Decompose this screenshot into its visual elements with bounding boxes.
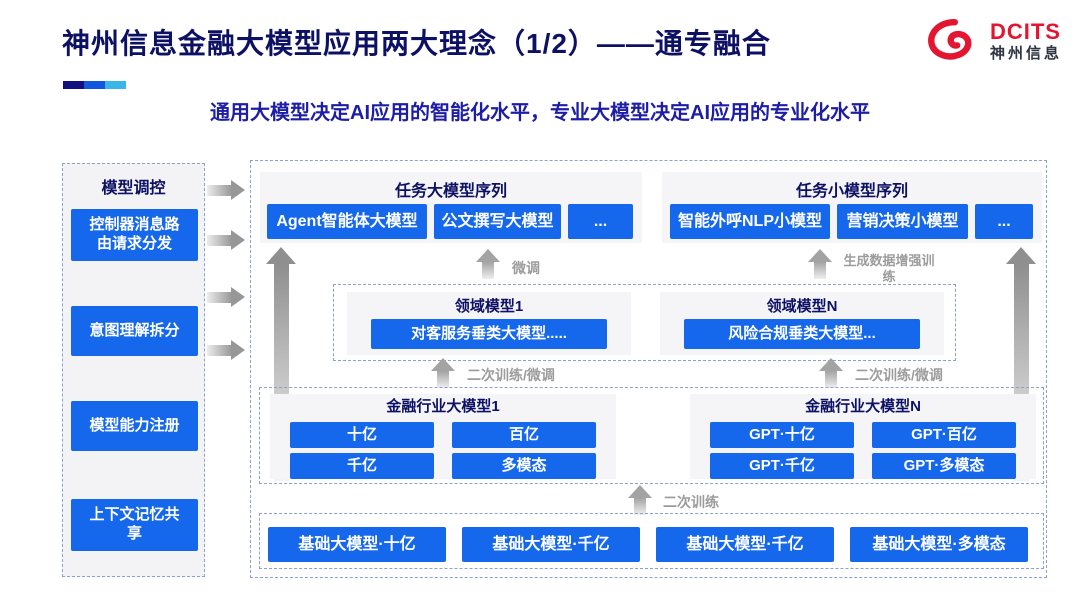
slide-subtitle: 通用大模型决定AI应用的智能化水平，专业大模型决定AI应用的专业化水平 bbox=[210, 102, 870, 124]
model-box-risk-compliance: 风险合规垂类大模型... bbox=[684, 319, 920, 349]
industry-model-1-group: 金融行业大模型1 十亿 百亿 千亿 多模态 bbox=[270, 394, 616, 479]
model-box-base-100b-a: 基础大模型·千亿 bbox=[462, 527, 640, 562]
accent-segment-blue bbox=[84, 81, 105, 89]
model-box-marketing: 营销决策小模型 bbox=[837, 204, 968, 239]
industry-model-n-group: 金融行业大模型N GPT·十亿 GPT·百亿 GPT·千亿 GPT·多模态 bbox=[690, 394, 1036, 479]
finetune-arrow bbox=[476, 249, 500, 279]
logo-brand-text: DCITS bbox=[989, 19, 1061, 45]
model-box-outbound-nlp: 智能外呼NLP小模型 bbox=[670, 204, 830, 239]
model-box-100b: 千亿 bbox=[290, 453, 434, 479]
model-box-base-1b: 基础大模型·十亿 bbox=[268, 527, 446, 562]
domain-model-n-title: 领域模型N bbox=[766, 298, 838, 315]
model-control-panel: 模型调控 控制器消息路由请求分发 意图理解拆分 模型能力注册 上下文记忆共享 bbox=[62, 163, 205, 577]
model-box-document-writing: 公文撰写大模型 bbox=[434, 204, 561, 239]
connector-arrow-3 bbox=[207, 287, 245, 307]
domain-model-1-group: 领域模型1 对客服务垂类大模型..... bbox=[347, 292, 631, 355]
model-architecture-diagram: 任务大模型序列 Agent智能体大模型 公文撰写大模型 ... 任务小模型序列 … bbox=[250, 160, 1047, 578]
model-box-gpt-1b: GPT·十亿 bbox=[710, 422, 854, 448]
second-train-ft-label-left: 二次训练/微调 bbox=[467, 367, 555, 383]
second-train-label: 二次训练 bbox=[663, 494, 719, 510]
model-box-1b: 十亿 bbox=[290, 422, 434, 448]
model-box-base-100b-b: 基础大模型·千亿 bbox=[656, 527, 834, 562]
task-small-model-group: 任务小模型序列 智能外呼NLP小模型 营销决策小模型 ... bbox=[662, 172, 1042, 243]
model-box-customer-service: 对客服务垂类大模型..... bbox=[371, 319, 607, 349]
model-box-gpt-multimodal: GPT·多模态 bbox=[872, 453, 1016, 479]
base-model-container: 基础大模型·十亿 基础大模型·千亿 基础大模型·千亿 基础大模型·多模态 bbox=[259, 513, 1044, 569]
finetune-label: 微调 bbox=[512, 260, 540, 276]
gen-data-label: 生成数据增强训练 bbox=[843, 253, 935, 285]
dcits-swirl-icon bbox=[926, 16, 982, 67]
industry-model-n-title: 金融行业大模型N bbox=[805, 398, 921, 415]
dcits-logo: DCITS 神州信息 bbox=[926, 16, 1062, 67]
second-train-ft-arrow-left bbox=[431, 358, 455, 388]
model-box-gpt-10b: GPT·百亿 bbox=[872, 422, 1016, 448]
title-accent-bar bbox=[63, 81, 126, 89]
task-small-model-title: 任务小模型序列 bbox=[795, 183, 908, 200]
sidebar-item-intent: 意图理解拆分 bbox=[71, 306, 198, 356]
accent-segment-cyan bbox=[105, 81, 126, 89]
gen-data-arrow bbox=[808, 249, 832, 279]
domain-model-n-group: 领域模型N 风险合规垂类大模型... bbox=[660, 292, 944, 355]
second-train-ft-label-right: 二次训练/微调 bbox=[855, 367, 943, 383]
model-box-10b: 百亿 bbox=[452, 422, 596, 448]
domain-model-1-title: 领域模型1 bbox=[454, 298, 524, 315]
industry-model-container: 金融行业大模型1 十亿 百亿 千亿 多模态 金融行业大模型N GPT·十亿 GP… bbox=[259, 387, 1044, 484]
task-large-model-group: 任务大模型序列 Agent智能体大模型 公文撰写大模型 ... bbox=[260, 172, 642, 243]
connector-arrow-2 bbox=[207, 230, 245, 250]
sidebar-item-router: 控制器消息路由请求分发 bbox=[71, 209, 198, 261]
connector-arrow-4 bbox=[207, 340, 245, 360]
model-box-gpt-100b: GPT·千亿 bbox=[710, 453, 854, 479]
model-box-multimodal: 多模态 bbox=[452, 453, 596, 479]
connector-arrow-1 bbox=[207, 180, 245, 200]
accent-segment-navy bbox=[63, 81, 84, 89]
sidebar-item-context: 上下文记忆共享 bbox=[71, 499, 198, 551]
logo-brand-cn-text: 神州信息 bbox=[989, 45, 1062, 63]
model-box-agent: Agent智能体大模型 bbox=[267, 204, 427, 239]
model-box-large-more: ... bbox=[568, 204, 633, 239]
second-train-ft-arrow-right bbox=[819, 358, 843, 388]
model-box-base-multimodal: 基础大模型·多模态 bbox=[850, 527, 1028, 562]
sidebar-item-capability: 模型能力注册 bbox=[71, 401, 198, 451]
model-box-small-more: ... bbox=[975, 204, 1033, 239]
industry-model-1-title: 金融行业大模型1 bbox=[386, 398, 500, 415]
task-large-model-title: 任务大模型序列 bbox=[394, 183, 507, 200]
second-train-arrow bbox=[628, 485, 652, 515]
model-control-title: 模型调控 bbox=[101, 180, 166, 197]
page-title: 神州信息金融大模型应用两大理念（1/2）——通专融合 bbox=[62, 28, 771, 59]
domain-model-container: 领域模型1 对客服务垂类大模型..... 领域模型N 风险合规垂类大模型... bbox=[333, 284, 956, 361]
